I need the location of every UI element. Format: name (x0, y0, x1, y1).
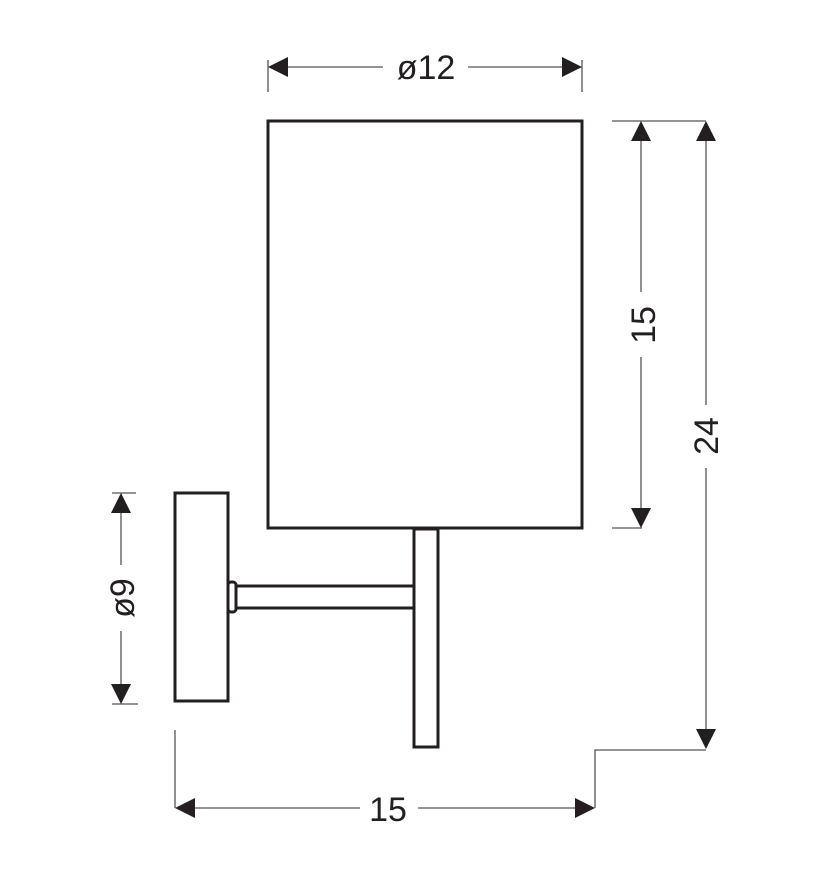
dimension-wall-plate-diameter: ø9 (104, 492, 142, 705)
dimension-total-height: 24 (594, 121, 726, 808)
projection-label: 15 (369, 791, 407, 829)
dimension-shade-height: 15 (612, 120, 706, 529)
lampshade (266, 119, 584, 530)
total-height-label: 24 (688, 417, 726, 455)
shade-height-label: 15 (625, 306, 663, 344)
dimension-shade-diameter: ø12 (267, 49, 583, 92)
horizontal-arm (234, 584, 416, 610)
vertical-stem (412, 527, 440, 749)
wall-plate (173, 491, 230, 703)
wall-plate-diameter-label: ø9 (104, 578, 142, 618)
shade-diameter-label: ø12 (397, 49, 456, 87)
dimension-projection: 15 (174, 730, 595, 829)
